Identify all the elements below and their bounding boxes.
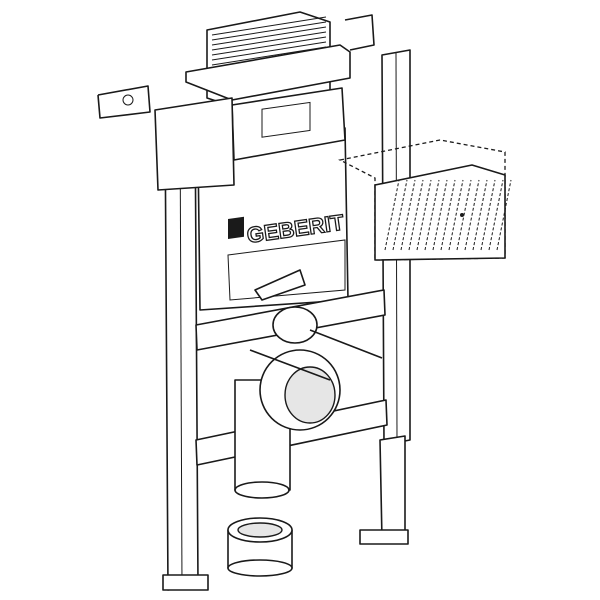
drain-connector	[227, 517, 293, 577]
hatch-line	[424, 179, 440, 251]
flush-bend-pipe	[234, 269, 383, 499]
hatch-line	[392, 179, 408, 251]
cistern-body	[154, 87, 349, 311]
hatch-line	[472, 179, 488, 251]
hatch-line	[440, 179, 456, 251]
hatch-line	[400, 179, 416, 251]
hatch-line	[432, 179, 448, 251]
hatch-line	[464, 179, 480, 251]
hatch-line	[496, 179, 512, 251]
hatch-line	[480, 179, 496, 251]
hatch-line	[384, 179, 400, 251]
hatch-line	[211, 36, 327, 56]
hatch-line	[211, 26, 327, 46]
left-wall-bracket	[97, 85, 151, 119]
hatch-line	[448, 179, 464, 251]
hatch-line	[416, 179, 432, 251]
right-wall-bracket	[344, 14, 375, 51]
optional-actuator-box	[338, 139, 512, 261]
hatch-line	[211, 16, 327, 36]
top-actuator-box	[185, 11, 351, 109]
hatch-line	[408, 179, 424, 251]
hatch-line	[488, 179, 504, 251]
hatch-line	[211, 41, 327, 61]
left-post	[162, 107, 209, 591]
hatch-line	[211, 21, 327, 41]
hatch-line	[211, 31, 327, 51]
